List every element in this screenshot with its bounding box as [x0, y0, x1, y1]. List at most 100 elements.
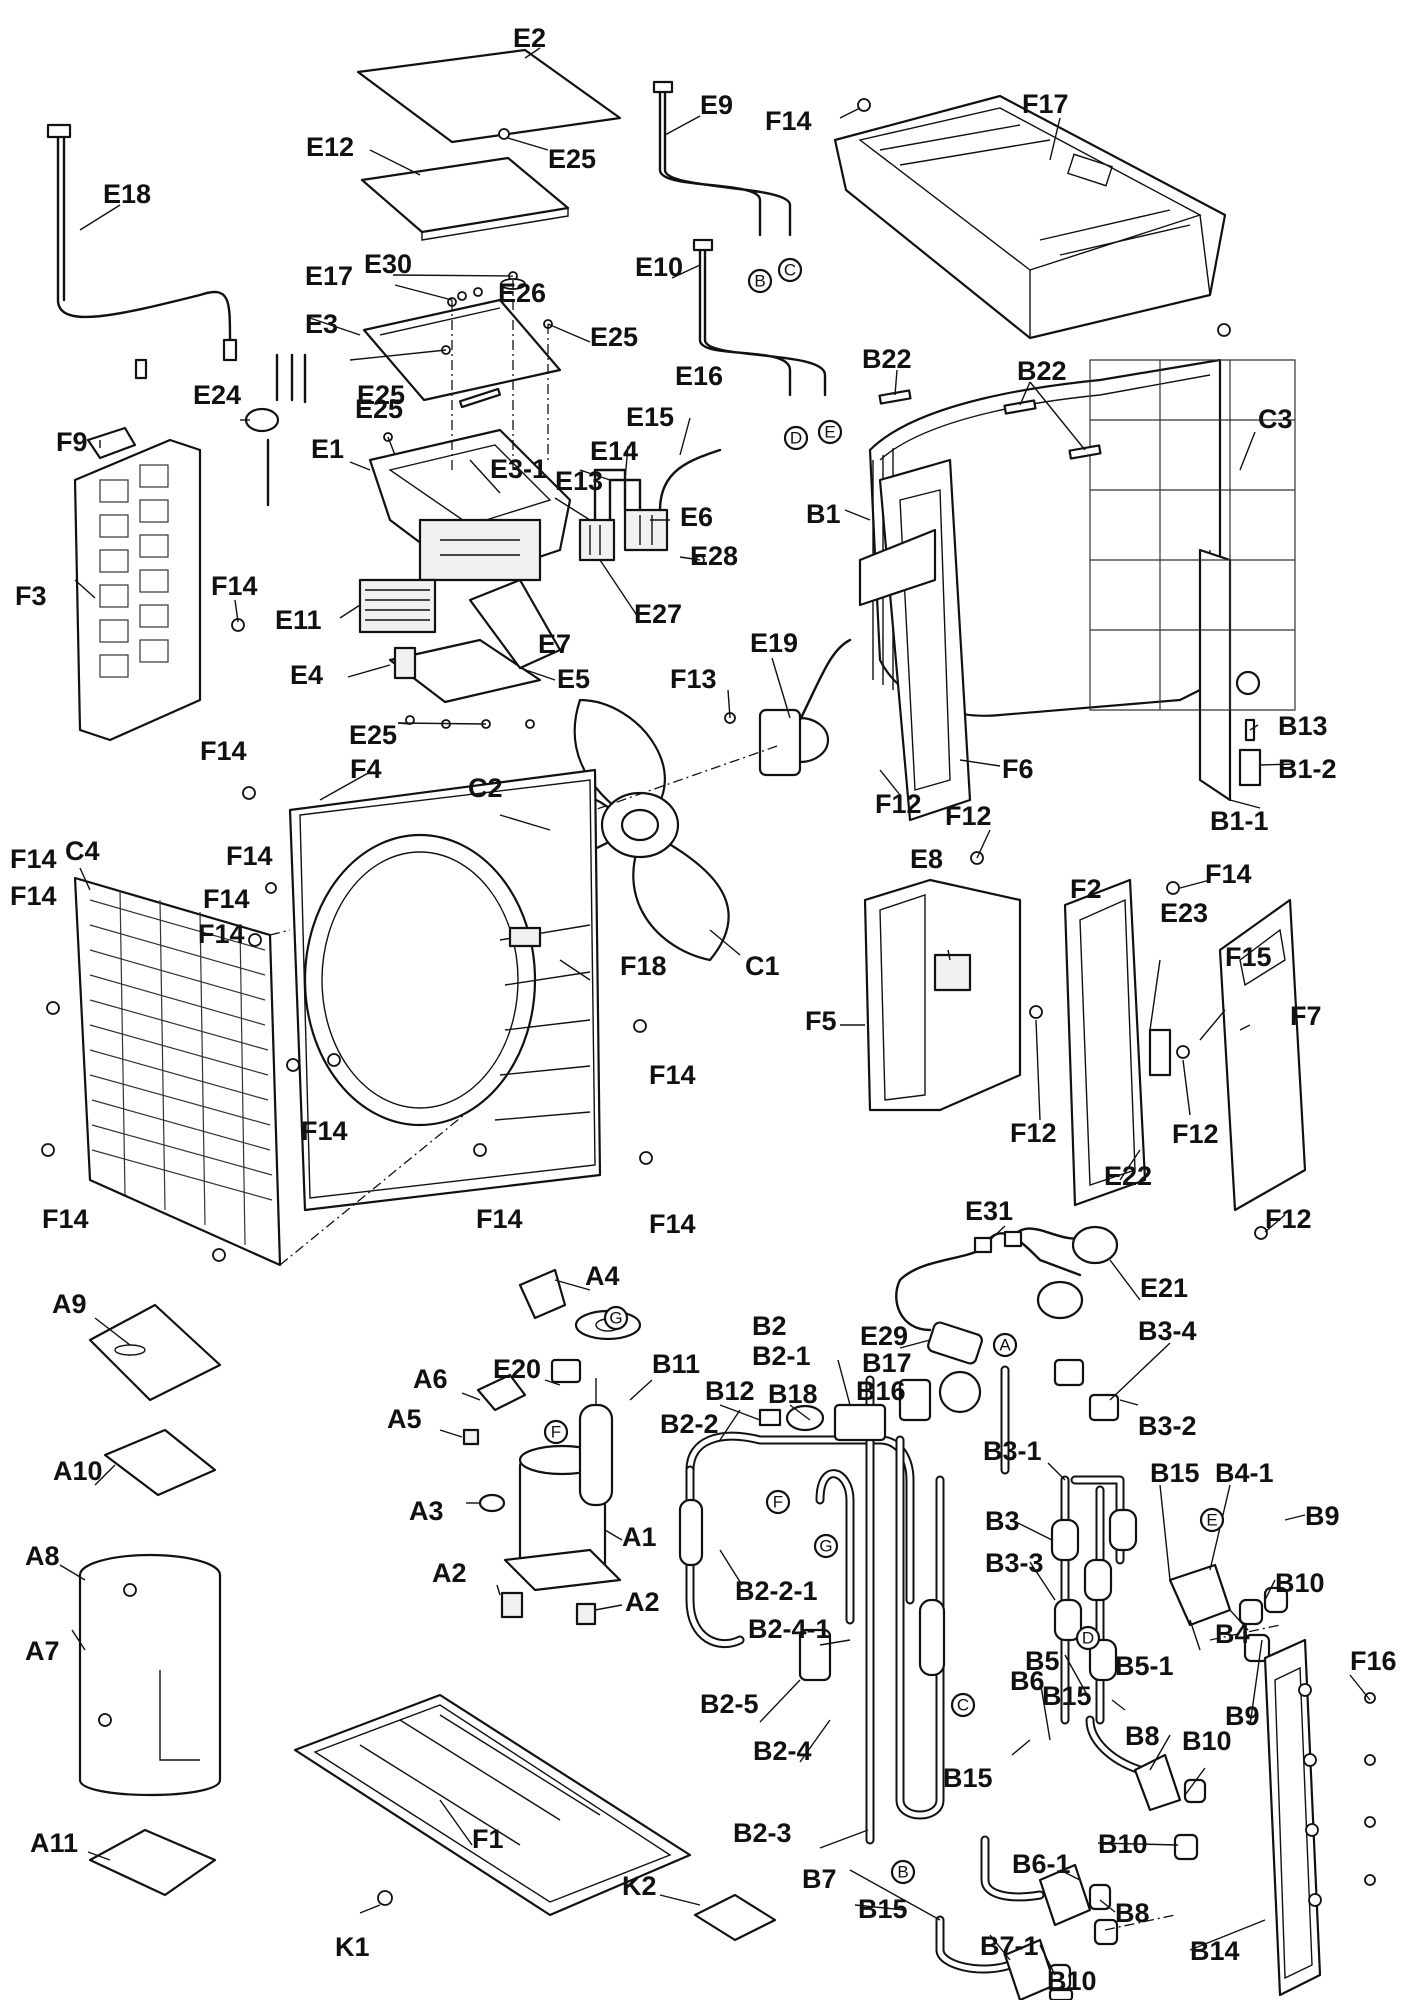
- front-grille-c4: [73, 876, 471, 1267]
- part-label: C3: [1258, 404, 1293, 434]
- part-label: E6: [680, 502, 713, 532]
- part-label: B3-3: [985, 1548, 1044, 1578]
- connection-marker-label: A: [999, 1336, 1011, 1355]
- part-label: A3: [409, 1496, 444, 1526]
- part-label: E10: [635, 252, 683, 282]
- part-label: B10: [1098, 1829, 1148, 1859]
- part-label: F12: [1265, 1204, 1312, 1234]
- connection-marker-label: G: [609, 1309, 622, 1328]
- connection-marker-label: F: [773, 1493, 783, 1512]
- connection-marker-label: D: [1082, 1629, 1094, 1648]
- part-label: B8: [1125, 1721, 1160, 1751]
- part-label: B9: [1305, 1501, 1340, 1531]
- part-label: E30: [364, 249, 412, 279]
- part-label: E9: [700, 90, 733, 120]
- part-label: F14: [649, 1209, 696, 1239]
- part-label: B3-2: [1138, 1411, 1197, 1441]
- part-label: B1-2: [1278, 754, 1337, 784]
- part-label: F13: [670, 664, 717, 694]
- part-label: A9: [52, 1289, 87, 1319]
- connection-marker-label: D: [790, 429, 802, 448]
- connection-marker-label: F: [551, 1423, 561, 1442]
- part-label: A7: [25, 1636, 60, 1666]
- part-label: E16: [675, 361, 723, 391]
- part-label: F14: [476, 1204, 523, 1234]
- part-label: E25: [590, 322, 638, 352]
- part-label: B3-1: [983, 1436, 1042, 1466]
- part-label: F15: [1225, 942, 1272, 972]
- sound-insulation-set: [78, 1303, 222, 1897]
- part-label: F14: [10, 881, 57, 911]
- connection-marker-label: C: [784, 261, 796, 280]
- part-label: F12: [1172, 1119, 1219, 1149]
- part-label: B7-1: [980, 1931, 1039, 1961]
- part-label: K2: [622, 1871, 657, 1901]
- part-label: B9: [1225, 1701, 1260, 1731]
- part-label: E22: [1104, 1161, 1152, 1191]
- filter-grid: [99, 464, 169, 678]
- part-label: B22: [862, 344, 912, 374]
- fan-assembly: [537, 458, 972, 962]
- part-label: B4: [1215, 1619, 1250, 1649]
- part-label: E31: [965, 1196, 1013, 1226]
- part-label: F16: [1350, 1646, 1397, 1676]
- part-label: A1: [622, 1522, 657, 1552]
- part-label: E25: [357, 380, 405, 410]
- part-label: B16: [856, 1376, 906, 1406]
- part-label: B2: [752, 1311, 787, 1341]
- part-label: E5: [557, 664, 590, 694]
- part-label: B3-4: [1138, 1316, 1197, 1346]
- part-label: F12: [945, 801, 992, 831]
- part-label: F14: [10, 844, 57, 874]
- part-label: A8: [25, 1541, 60, 1571]
- part-label: F14: [649, 1060, 696, 1090]
- part-label: A2: [432, 1558, 467, 1588]
- connection-marker-label: B: [754, 272, 765, 291]
- part-label: B5: [1025, 1646, 1060, 1676]
- connection-marker-label: C: [957, 1696, 969, 1715]
- connection-marker-label: G: [819, 1537, 832, 1556]
- top-panel-f17: [833, 94, 1231, 340]
- part-label: F14: [301, 1116, 348, 1146]
- part-label: F17: [1022, 89, 1069, 119]
- front-panel-f4: [288, 768, 602, 1212]
- part-label: B15: [1150, 1458, 1200, 1488]
- grille-lines: [89, 889, 273, 1246]
- part-label: B5-1: [1115, 1651, 1174, 1681]
- part-label: E15: [626, 402, 674, 432]
- part-label: E27: [634, 599, 682, 629]
- connection-marker-label: B: [897, 1863, 908, 1882]
- control-box-assembly: [46, 48, 827, 729]
- part-label: E28: [690, 541, 738, 571]
- part-label: A5: [387, 1404, 422, 1434]
- part-label: F14: [203, 884, 250, 914]
- part-label: F14: [765, 106, 812, 136]
- part-label: B15: [943, 1763, 993, 1793]
- part-label: B8: [1115, 1898, 1150, 1928]
- leader-lines: [59, 47, 1371, 1976]
- part-label: E21: [1140, 1273, 1188, 1303]
- panel-screws: [41, 618, 653, 1262]
- part-label: F7: [1290, 1001, 1322, 1031]
- part-label: B3: [985, 1506, 1020, 1536]
- part-label: F2: [1070, 874, 1102, 904]
- part-label: E14: [590, 436, 638, 466]
- part-label: E25: [548, 144, 596, 174]
- part-label: F6: [1002, 754, 1034, 784]
- part-label: F4: [350, 754, 382, 784]
- side-panels: [863, 851, 1307, 1240]
- part-label: B14: [1190, 1936, 1240, 1966]
- part-label: B2-4: [753, 1736, 812, 1766]
- part-label: B17: [862, 1348, 912, 1378]
- part-label: E2: [513, 23, 546, 53]
- part-label: F14: [198, 919, 245, 949]
- connection-markers: B C D E G F F G E D C B A: [543, 257, 1261, 1885]
- part-label: F14: [1205, 859, 1252, 889]
- part-label: E13: [555, 466, 603, 496]
- part-label: E19: [750, 628, 798, 658]
- part-label: E29: [860, 1321, 908, 1351]
- part-label: E3: [305, 309, 338, 339]
- part-label: F14: [42, 1204, 89, 1234]
- part-label: A2: [625, 1587, 660, 1617]
- part-label: B12: [705, 1376, 755, 1406]
